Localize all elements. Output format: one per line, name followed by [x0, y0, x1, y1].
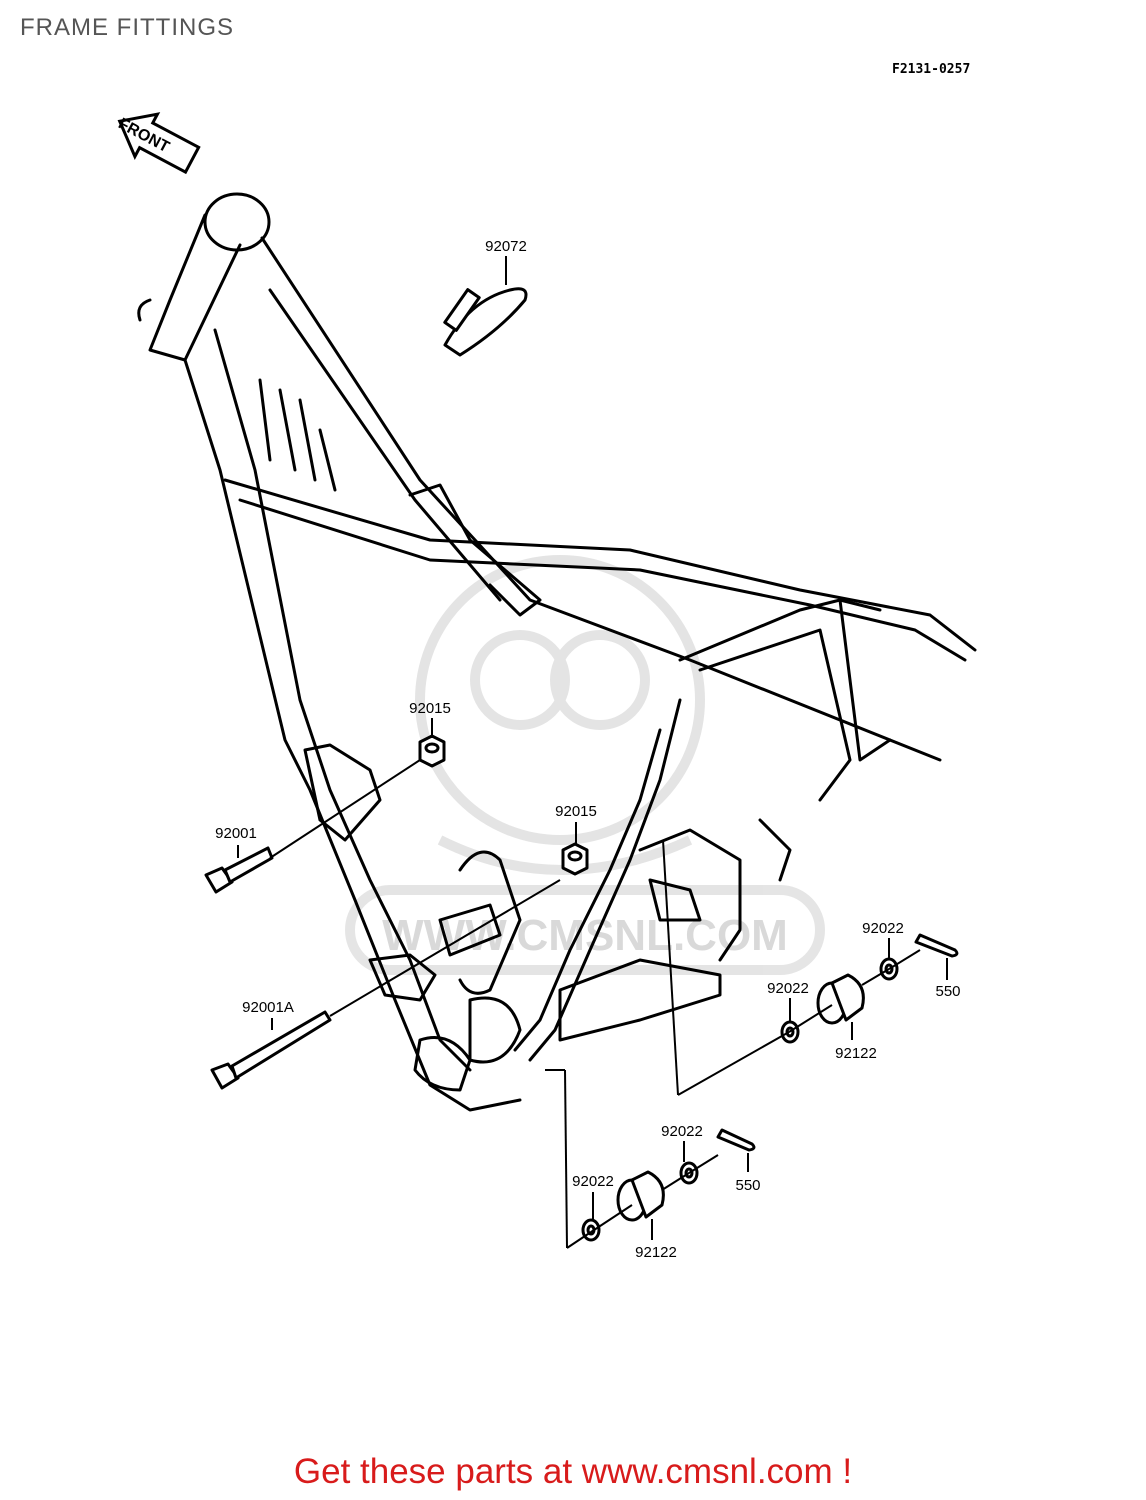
cable-band-icon — [443, 287, 528, 357]
part-label: 550 — [935, 983, 960, 1000]
nut-icon — [561, 842, 589, 876]
part-label: 92022 — [661, 1123, 703, 1140]
part-label: 92001 — [215, 825, 257, 842]
part-label: 92072 — [485, 238, 527, 255]
damper-icon — [816, 973, 865, 1025]
leader-lines — [237, 256, 948, 1249]
drawing-code: F2131-0257 — [892, 62, 971, 77]
part-label: 550 — [735, 1177, 760, 1194]
washer-icon — [581, 1218, 601, 1242]
bolt-icon — [210, 1010, 332, 1090]
part-label: 92122 — [835, 1045, 877, 1062]
damper-icon — [616, 1170, 665, 1222]
part-label: 92001A — [242, 999, 294, 1016]
cotter-pin-icon — [716, 1128, 756, 1152]
part-label: 92015 — [555, 803, 597, 820]
shop-link[interactable]: Get these parts at www.cmsnl.com ! — [293, 1452, 853, 1491]
front-arrow-icon: FRONT — [115, 112, 201, 175]
part-label: 92022 — [572, 1173, 614, 1190]
bolt-icon — [204, 846, 274, 894]
nut-icon — [418, 734, 446, 768]
page-title: FRAME FITTINGS — [20, 14, 234, 41]
part-label: 92022 — [767, 980, 809, 997]
cotter-pin-icon — [914, 933, 959, 958]
watermark — [345, 555, 825, 975]
part-label: 92122 — [635, 1244, 677, 1261]
parts — [204, 287, 959, 1242]
motorcycle-frame — [137, 192, 977, 1112]
part-label: 92022 — [862, 920, 904, 937]
part-label: 92015 — [409, 700, 451, 717]
